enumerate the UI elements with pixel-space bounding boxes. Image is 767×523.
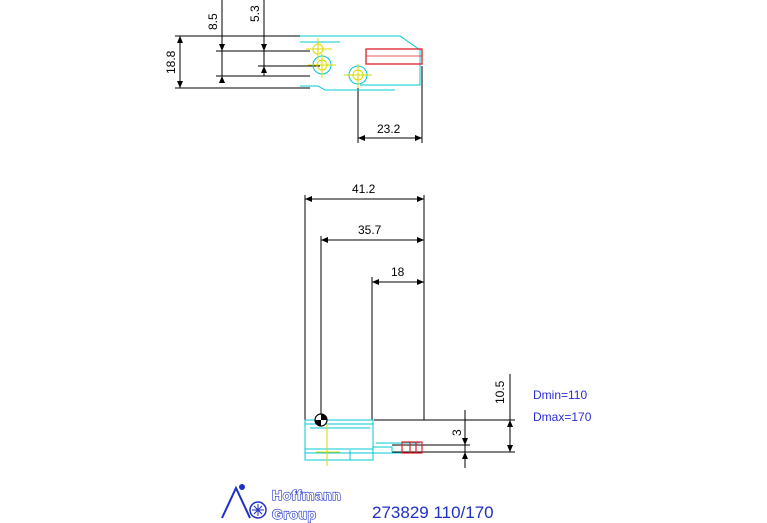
top-view: 8.5 5.3 18.8 23.2 [164, 0, 423, 143]
dim-top-5-3: 5.3 [248, 5, 262, 22]
front-view-dimension-lines [304, 195, 515, 468]
dim-top-8-5: 8.5 [206, 13, 220, 30]
note-dmin: Dmin=110 [533, 388, 587, 402]
front-view: 41.2 35.7 18 10.5 3 [304, 182, 515, 468]
logo-text-line2: Group [272, 506, 317, 522]
dim-front-3: 3 [450, 429, 464, 436]
hoffmann-group-logo: Hoffmann Group [221, 484, 341, 523]
front-view-centerlines [316, 424, 340, 466]
top-view-arrowheads [177, 36, 422, 141]
top-view-centerlines [306, 38, 372, 88]
top-view-red-slot [365, 48, 423, 65]
dim-front-35-7: 35.7 [358, 223, 382, 237]
dim-top-23-2: 23.2 [377, 122, 401, 136]
logo-mark-icon [221, 484, 267, 519]
dim-top-18-8: 18.8 [164, 50, 178, 74]
dim-front-41-2: 41.2 [352, 182, 376, 196]
pivot-circle [314, 413, 328, 427]
dim-front-10-5: 10.5 [493, 380, 507, 404]
top-view-part-outline [300, 35, 421, 91]
front-view-arrowheads [305, 196, 513, 459]
dim-front-18: 18 [391, 265, 405, 279]
top-view-dimension-lines [175, 0, 423, 143]
note-dmax: Dmax=170 [533, 410, 592, 424]
top-view-holes [312, 43, 368, 85]
logo-text-line1: Hoffmann [272, 487, 341, 503]
front-view-red-detail [401, 441, 423, 454]
part-number: 273829 110/170 [372, 503, 494, 522]
